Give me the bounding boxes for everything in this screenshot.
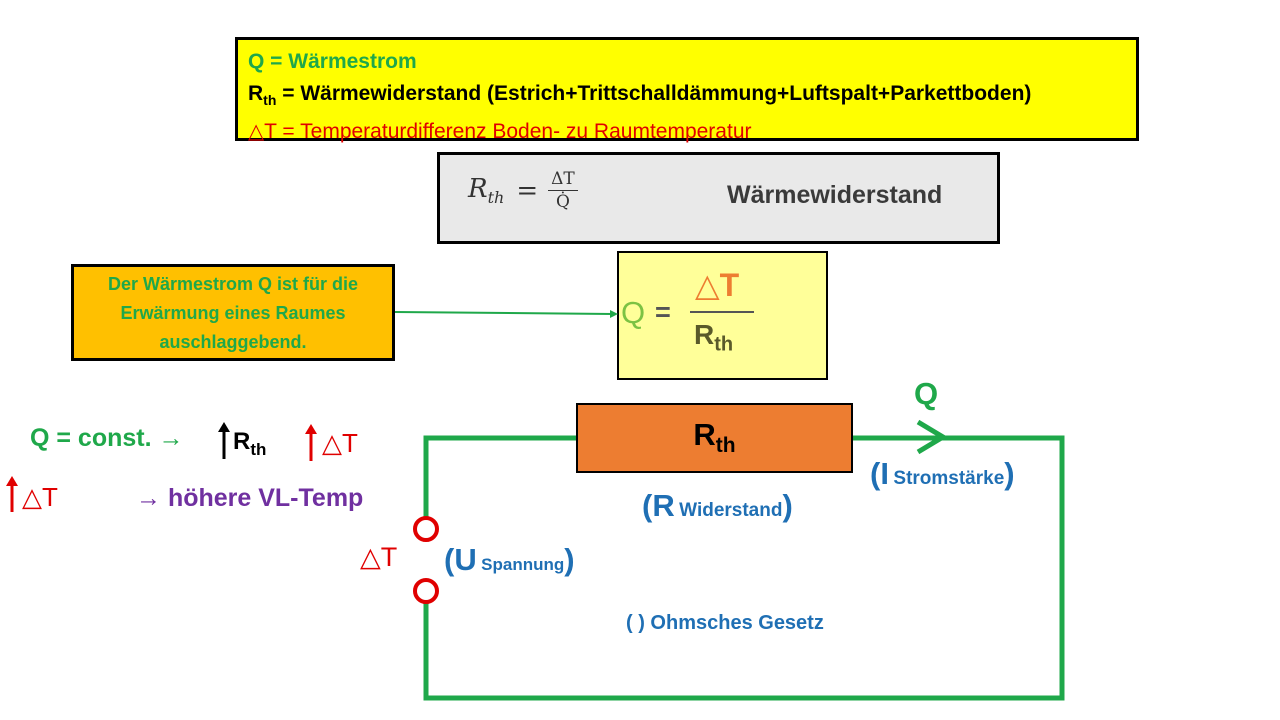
definition-temperature-difference: △T = Temperaturdifferenz Boden- zu Raumt… <box>248 120 752 144</box>
heat-flow-formula-box: Q = △T Rth <box>617 251 828 380</box>
terminal-bottom <box>413 578 439 604</box>
thermal-resistor: Rth <box>576 403 853 473</box>
side-note-1-rth: Rth <box>233 428 267 459</box>
q-symbol: Q <box>621 295 646 330</box>
note-line-3: auschlaggebend. <box>159 332 307 352</box>
formula-numerator: ΔT <box>548 169 578 191</box>
circuit-wire-bottom <box>423 435 1065 701</box>
current-label: (I Stromstärke) <box>870 456 1015 491</box>
definitions-box: Q = Wärmestrom Rth = Wärmewiderstand (Es… <box>235 37 1139 143</box>
heat-flow-note: Der Wärmestrom Q ist für die Erwärmung e… <box>71 264 395 361</box>
voltage-label: (U Spannung) <box>444 542 575 577</box>
rth-symbol: R <box>248 82 264 105</box>
ohms-law-label: ( ) Ohmsches Gesetz <box>626 612 824 634</box>
resistance-label: (R Widerstand) <box>642 488 793 523</box>
q-denominator: Rth <box>694 319 734 356</box>
formula-fraction: ΔT Q̇ <box>548 169 578 212</box>
rth-subscript: th <box>263 92 277 109</box>
thermal-resistance-formula-panel: Rth = ΔT Q̇ Wärmewiderstand <box>437 152 1000 244</box>
formula-denominator: Q̇ <box>555 192 570 212</box>
formula-label: Wärmewiderstand <box>727 181 943 209</box>
up-arrow-head-red-2 <box>6 476 18 486</box>
definition-thermal-resistance: Rth = Wärmewiderstand (Estrich+Trittscha… <box>248 78 1126 116</box>
side-note-2-delta-t: △T <box>22 482 58 512</box>
fraction-bar <box>690 311 754 313</box>
note-line-1: Der Wärmestrom Q ist für die <box>107 274 359 294</box>
q-equals: = <box>655 297 671 327</box>
note-line-2: Erwärmung eines Raumes <box>120 303 346 323</box>
up-arrow-head-red <box>305 424 317 434</box>
thermal-resistance-formula: Rth = ΔT Q̇ <box>468 169 578 212</box>
circuit-wire <box>423 435 578 528</box>
side-note-2: → höhere VL-Temp <box>136 484 364 512</box>
formula-equals: = <box>516 175 539 206</box>
delta-t-label: △T <box>360 542 398 572</box>
up-arrow-head <box>218 422 230 432</box>
definition-heat-flow: Q = Wärmestrom <box>248 50 417 73</box>
flow-label: Q <box>914 376 939 411</box>
flow-arrow-icon <box>916 419 948 455</box>
note-connector-arrow <box>394 311 614 315</box>
formula-lhs: Rth <box>468 173 505 208</box>
q-numerator: △T <box>695 267 740 303</box>
side-note-1-delta-t: △T <box>322 428 358 458</box>
rth-definition-text: = Wärmewiderstand (Estrich+Trittschalldä… <box>276 82 1032 105</box>
note-connector-arrowhead <box>610 310 618 318</box>
side-note-1: Q = const. → <box>30 424 184 452</box>
terminal-top <box>413 516 439 542</box>
